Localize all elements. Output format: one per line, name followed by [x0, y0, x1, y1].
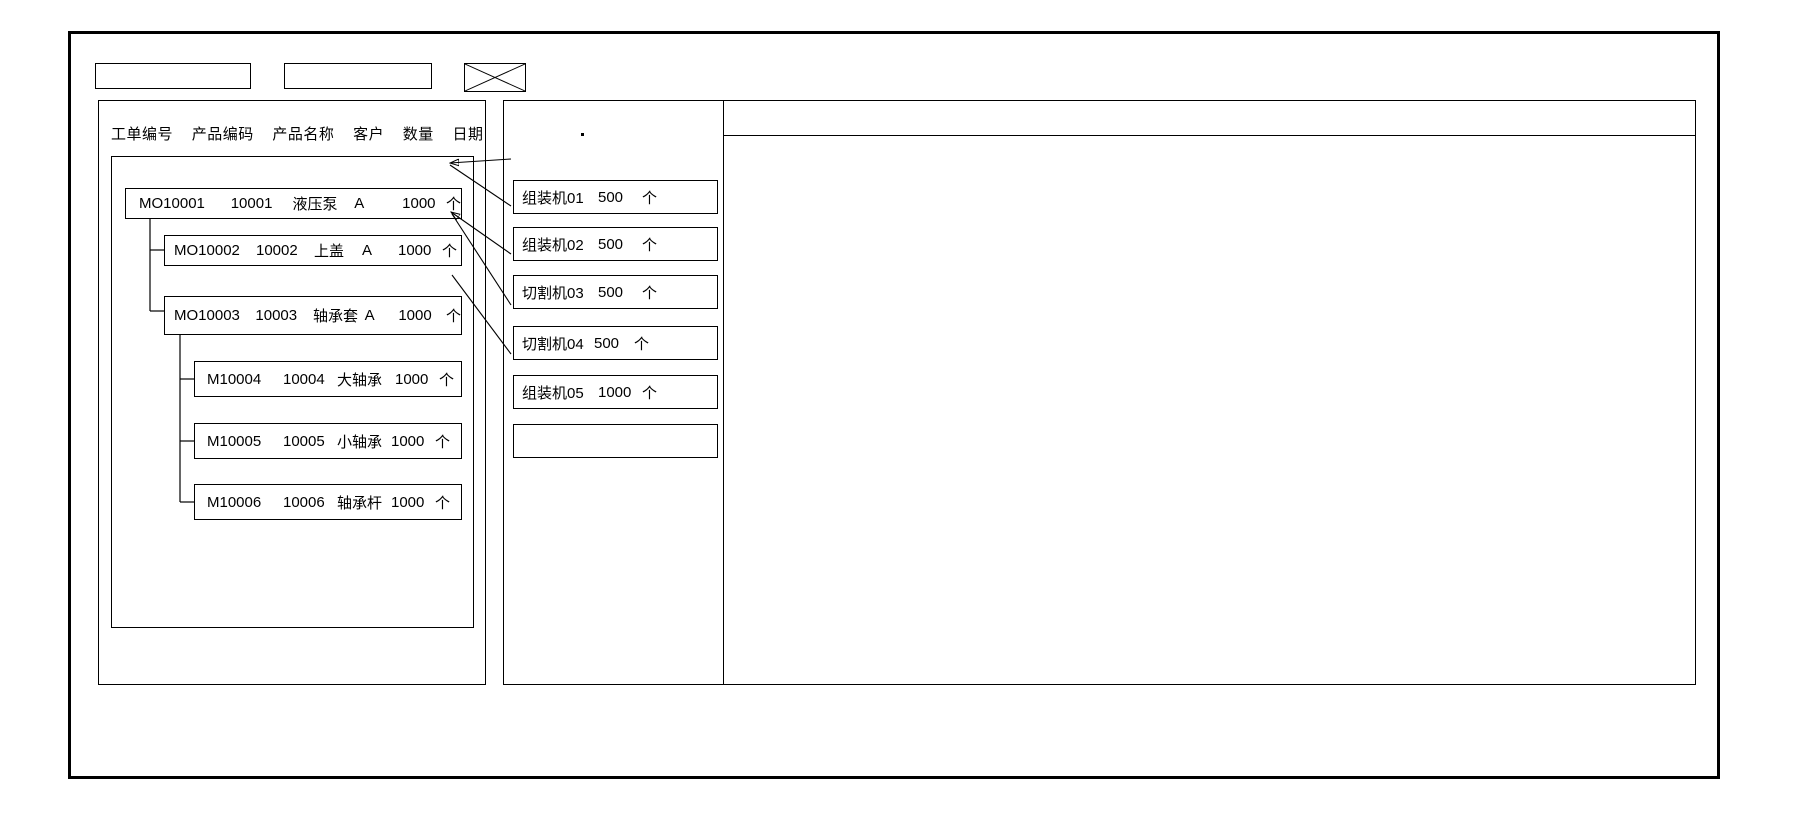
- tree-row[interactable]: M10005 10005 小轴承 1000 个: [194, 423, 462, 459]
- tree-row-order-no: M10004: [207, 370, 262, 388]
- machine-name: 组装机01: [522, 189, 584, 207]
- tree-row-qty: 1000: [391, 493, 425, 511]
- toolbar-input-2[interactable]: [284, 63, 432, 89]
- tree-row-qty: 1000: [398, 307, 432, 324]
- tree-row-qty: 1000: [402, 195, 436, 212]
- tree-row-unit: 个: [435, 433, 451, 451]
- column-header-order-no: 工单编号: [111, 126, 174, 143]
- tree-row-product-code: 10006: [283, 493, 325, 511]
- tree-row-product-code: 10002: [256, 242, 298, 259]
- tree-row-customer: A: [364, 307, 375, 324]
- machine-name: 切割机03: [522, 284, 584, 302]
- work-order-tree-list[interactable]: MO10001 10001 液压泵 A 1000 个 MO10002 10002…: [111, 156, 474, 628]
- tree-row-product-code: 10004: [283, 370, 325, 388]
- tree-row-unit: 个: [446, 196, 462, 213]
- tree-row-product-code: 10003: [255, 307, 298, 324]
- machine-row-empty[interactable]: [513, 424, 718, 458]
- tree-column-headers: 工单编号 产品编码 产品名称 客户 数量 日期: [111, 123, 483, 144]
- tree-row-customer: A: [362, 242, 373, 259]
- machine-unit: 个: [642, 284, 658, 302]
- machine-row[interactable]: 组装机02 500 个: [513, 227, 718, 261]
- toolbar: [95, 63, 526, 92]
- tree-row-unit: 个: [442, 243, 458, 260]
- work-order-panel: 工单编号 产品编码 产品名称 客户 数量 日期 MO10001: [98, 100, 486, 685]
- tree-row-product-name: 上盖: [314, 243, 345, 260]
- column-header-product-code: 产品编码: [191, 126, 254, 143]
- machine-qty: 500: [594, 334, 620, 352]
- machine-qty: 1000: [598, 383, 632, 401]
- application-window: 工单编号 产品编码 产品名称 客户 数量 日期 MO10001: [68, 31, 1720, 779]
- cross-lines-icon: [465, 64, 525, 91]
- machine-unit: 个: [642, 384, 658, 402]
- machine-unit: 个: [634, 335, 650, 353]
- machine-allocation-panel: 组装机01 500 个 组装机02 500 个 切割机03 500 个 切割机0…: [503, 100, 725, 685]
- tree-row-product-name: 大轴承: [337, 371, 383, 389]
- tree-row-qty: 1000: [398, 242, 432, 259]
- tree-row-order-no: MO10003: [174, 307, 240, 324]
- image-placeholder-icon[interactable]: [464, 63, 526, 92]
- tree-row-order-no: M10006: [207, 493, 262, 511]
- machine-name: 切割机04: [522, 335, 584, 353]
- column-header-product-name: 产品名称: [272, 126, 335, 143]
- tree-row[interactable]: MO10001 10001 液压泵 A 1000 个: [125, 188, 462, 219]
- tree-row-product-name: 液压泵: [292, 196, 338, 213]
- tree-row-qty: 1000: [391, 432, 425, 450]
- machine-unit: 个: [642, 236, 658, 254]
- tree-row-unit: 个: [435, 494, 451, 512]
- tree-row-order-no: M10005: [207, 432, 262, 450]
- machine-name: 组装机05: [522, 384, 584, 402]
- column-header-qty: 数量: [402, 126, 434, 143]
- tree-row-product-name: 轴承杆: [337, 494, 383, 512]
- tree-row-unit: 个: [439, 371, 455, 389]
- column-header-date: 日期: [452, 126, 484, 143]
- machine-row[interactable]: 组装机01 500 个: [513, 180, 718, 214]
- dot-marker: [581, 133, 584, 136]
- tree-row[interactable]: M10006 10006 轴承杆 1000 个: [194, 484, 462, 520]
- machine-qty: 500: [598, 283, 624, 301]
- tree-row-unit: 个: [445, 308, 461, 325]
- tree-row-product-name: 轴承套: [312, 308, 358, 325]
- machine-qty: 500: [598, 188, 624, 206]
- machine-unit: 个: [642, 189, 658, 207]
- tree-row-order-no: MO10002: [174, 242, 240, 259]
- column-header-customer: 客户: [353, 126, 385, 143]
- tree-row-customer: A: [354, 195, 365, 212]
- machine-qty: 500: [598, 235, 624, 253]
- toolbar-input-1[interactable]: [95, 63, 251, 89]
- machine-name: 组装机02: [522, 236, 584, 254]
- detail-grid-panel[interactable]: [723, 100, 1696, 685]
- machine-row[interactable]: 切割机03 500 个: [513, 275, 718, 309]
- tree-row-order-no: MO10001: [139, 195, 205, 212]
- tree-row[interactable]: MO10003 10003 轴承套 A 1000 个: [164, 296, 462, 335]
- detail-grid-header-row: [724, 101, 1695, 136]
- tree-row[interactable]: MO10002 10002 上盖 A 1000 个: [164, 235, 462, 266]
- tree-row-qty: 1000: [395, 370, 429, 388]
- tree-row-product-code: 10001: [230, 195, 273, 212]
- tree-row[interactable]: M10004 10004 大轴承 1000 个: [194, 361, 462, 397]
- tree-row-product-code: 10005: [283, 432, 325, 450]
- machine-row[interactable]: 组装机05 1000 个: [513, 375, 718, 409]
- tree-row-product-name: 小轴承: [337, 433, 383, 451]
- machine-row[interactable]: 切割机04 500 个: [513, 326, 718, 360]
